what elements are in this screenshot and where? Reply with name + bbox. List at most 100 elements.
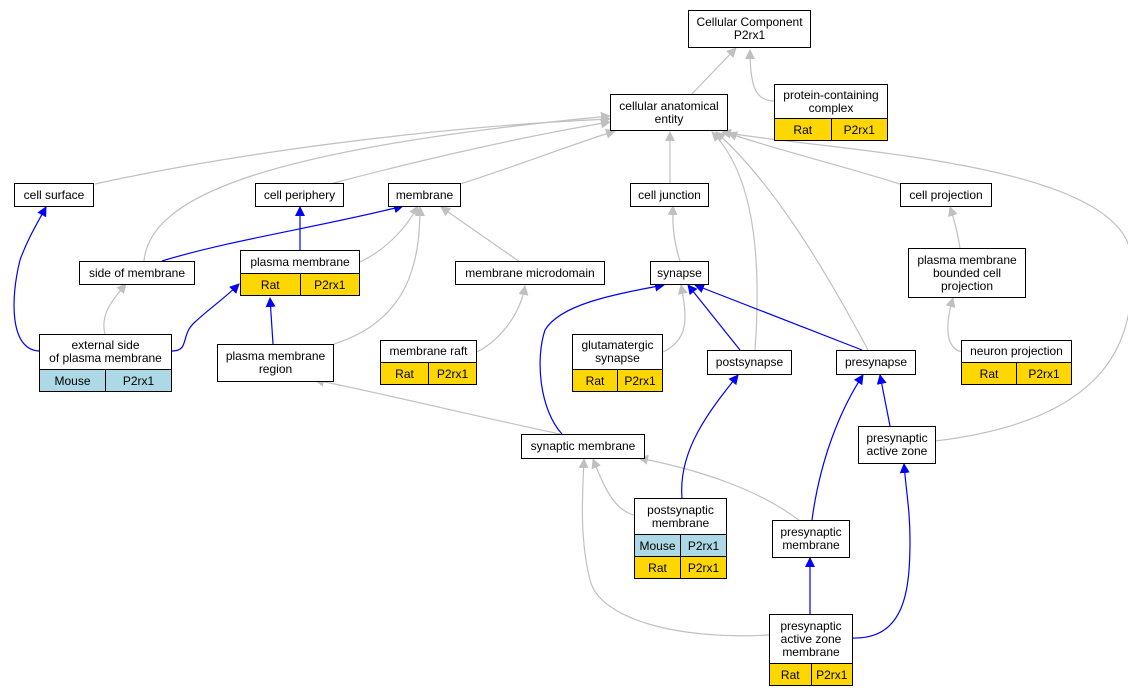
gene-cell: P2rx1 (299, 274, 360, 295)
node-cell-periphery[interactable]: cell periphery (255, 183, 344, 207)
node-label: glutamatergic synapse (581, 338, 654, 365)
node-label: cell periphery (263, 187, 336, 202)
node-membrane-microdomain[interactable]: membrane microdomain (455, 261, 605, 285)
node-cell-projection[interactable]: cell projection (900, 183, 992, 207)
node-membrane-raft[interactable]: membrane raft Rat P2rx1 (380, 340, 477, 385)
node-plasma-membrane[interactable]: plasma membrane Rat P2rx1 (240, 250, 360, 296)
node-postsynaptic-membrane[interactable]: postsynaptic membrane Mouse P2rx1 Rat P2… (634, 498, 727, 579)
node-label: plasma membrane region (225, 349, 326, 376)
edge-azmembrane-to-activezone (851, 463, 911, 639)
species-cell: Rat (260, 277, 280, 292)
edge-projection-to-cae (727, 131, 901, 185)
node-side-of-membrane[interactable]: side of membrane (79, 261, 195, 285)
species-cell: Rat (648, 560, 667, 575)
species-cell: Rat (585, 373, 605, 388)
node-neuron-projection[interactable]: neuron projection Rat P2rx1 (961, 340, 1072, 385)
edge-glutamatergic-to-synapse (662, 284, 688, 353)
edge-cellsurface-to-cae (94, 114, 611, 185)
node-label: protein-containing complex (783, 87, 879, 115)
species-cell: Rat (780, 667, 800, 682)
species-cell: Mouse (54, 373, 91, 388)
edge-presynapse-to-cae (715, 131, 869, 351)
edge-pmregion-to-pm (265, 297, 276, 345)
species-cell: Mouse (639, 538, 676, 553)
node-cellular-component[interactable]: Cellular Component P2rx1 (688, 10, 811, 48)
node-presynaptic-active-zone-membrane[interactable]: presynaptic active zone membrane Rat P2r… (769, 614, 853, 686)
node-label: cell surface (23, 187, 85, 202)
node-synaptic-membrane[interactable]: synaptic membrane (521, 434, 645, 459)
edge-periphery-to-cae (329, 118, 611, 185)
edge-postsynmembrane-to-postsynapse (681, 374, 739, 499)
annotation-row: Rat P2rx1 (635, 556, 726, 578)
gene-cell: P2rx1 (810, 664, 853, 685)
node-label: plasma membrane (250, 254, 350, 269)
node-label: neuron projection (970, 344, 1063, 358)
node-label: side of membrane (88, 265, 186, 280)
gene-cell: P2rx1 (680, 557, 726, 578)
annotation-row: Rat P2rx1 (381, 362, 476, 384)
edge-pm-to-membrane (359, 205, 419, 263)
edge-presynmembrane-to-synmembrane (638, 454, 801, 522)
node-label: membrane (395, 187, 454, 202)
node-label: external side of plasma membrane (49, 338, 162, 365)
node-label: synaptic membrane (530, 439, 636, 453)
species-cell: Rat (793, 122, 813, 137)
node-cellular-anatomical-entity[interactable]: cellular anatomical entity (610, 94, 728, 131)
node-label: presynaptic active zone membrane (780, 618, 842, 659)
node-label: postsynaptic membrane (647, 502, 714, 530)
edge-external-to-side (103, 283, 127, 335)
node-label: plasma membrane bounded cell projection (917, 252, 1017, 293)
node-presynapse[interactable]: presynapse (836, 350, 916, 375)
edge-sidemembrane-to-cae (143, 111, 611, 262)
node-label: cell projection (909, 187, 983, 202)
edge-postsynapse-to-cae (711, 131, 758, 351)
edge-azmembrane-to-synmembrane (578, 458, 770, 637)
node-presynaptic-membrane[interactable]: presynaptic membrane (772, 520, 850, 558)
node-external-side-of-plasma-membrane[interactable]: external side of plasma membrane Mouse P… (39, 334, 172, 392)
node-label: postsynapse (715, 355, 784, 369)
node-presynaptic-active-zone[interactable]: presynaptic active zone (858, 426, 936, 464)
annotation-row: Mouse P2rx1 (40, 369, 171, 391)
annotation-row: Mouse P2rx1 (635, 534, 726, 556)
gene-cell: P2rx1 (830, 119, 888, 140)
node-synapse[interactable]: synapse (650, 261, 709, 285)
edge-pmregion-to-membrane (333, 206, 425, 345)
gene-cell: P2rx1 (1016, 363, 1071, 384)
node-label: presynapse (844, 355, 908, 369)
edge-synmembrane-to-pmregion (314, 376, 561, 435)
node-cell-junction[interactable]: cell junction (630, 183, 709, 207)
node-label: membrane microdomain (465, 265, 595, 280)
edge-postsynmembrane-to-synmembrane (591, 458, 635, 516)
edge-external-to-cellsurface (13, 206, 47, 352)
annotation-row: Rat P2rx1 (962, 362, 1071, 384)
node-cell-surface[interactable]: cell surface (14, 183, 94, 207)
species-cell: Rat (979, 366, 999, 381)
node-postsynapse[interactable]: postsynapse (707, 350, 792, 375)
node-membrane[interactable]: membrane (388, 183, 461, 207)
node-plasma-membrane-region[interactable]: plasma membrane region (217, 344, 334, 382)
gene-cell: P2rx1 (680, 535, 726, 556)
edge-side-to-membrane (161, 203, 404, 262)
annotation-row: Rat P2rx1 (775, 118, 887, 140)
edge-membrane-to-cae (459, 128, 616, 185)
edge-pmbounded-to-projection (948, 206, 961, 249)
annotation-row: Rat P2rx1 (770, 663, 852, 685)
edge-complex-to-root (745, 49, 775, 102)
node-label: synapse (657, 265, 702, 280)
node-plasma-membrane-bounded-cell-projection[interactable]: plasma membrane bounded cell projection (908, 248, 1026, 298)
node-label: cell junction (638, 187, 701, 202)
gene-cell: P2rx1 (428, 363, 476, 384)
node-label: presynaptic membrane (780, 525, 842, 552)
edge-presynapse-to-synapse (694, 283, 863, 351)
species-cell: Rat (395, 366, 414, 381)
annotation-row: Rat P2rx1 (241, 273, 359, 295)
edge-postsynapse-to-synapse (687, 284, 741, 351)
edge-synmembrane-to-synapse (539, 281, 665, 435)
node-glutamatergic-synapse[interactable]: glutamatergic synapse Rat P2rx1 (572, 334, 663, 392)
node-protein-containing-complex[interactable]: protein-containing complex Rat P2rx1 (774, 84, 888, 141)
gene-cell: P2rx1 (617, 370, 662, 391)
edge-external-to-pm (171, 283, 240, 352)
gene-cell: P2rx1 (105, 370, 171, 391)
edge-neuron-to-pmbounded (945, 297, 963, 353)
